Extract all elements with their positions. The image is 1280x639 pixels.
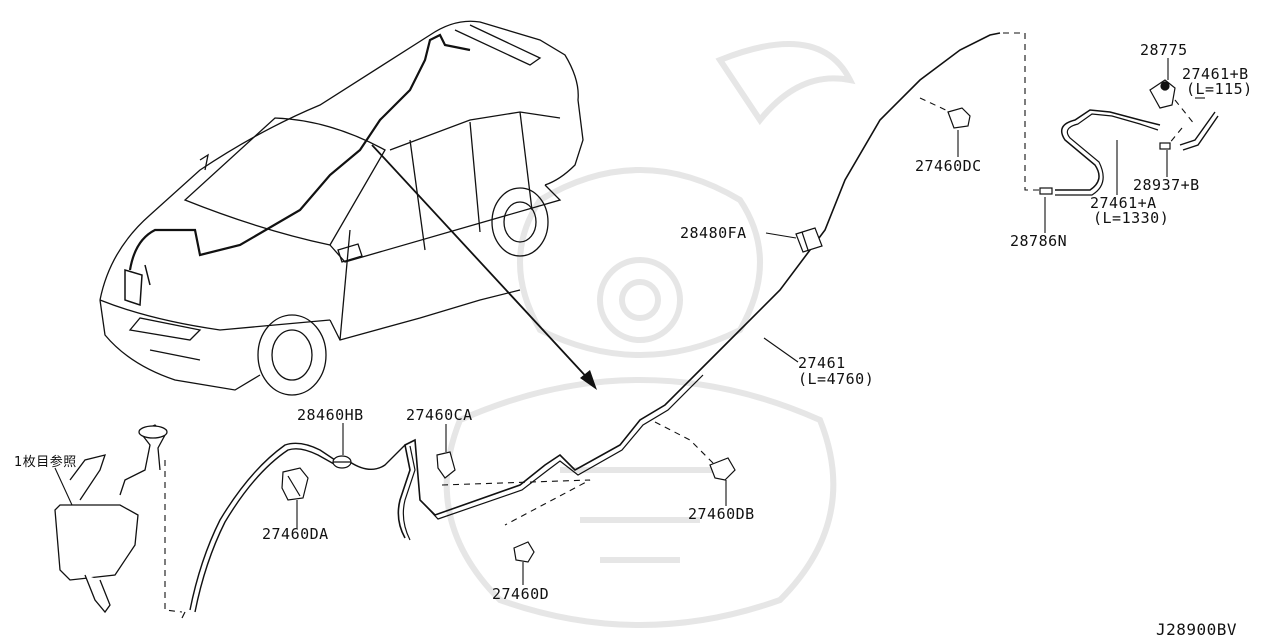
hose-27461-a [1055,109,1161,191]
label-27461-a: 27461+A [1090,194,1157,212]
part-28460hb-check-valve [332,455,352,469]
part-27460ca-clip [436,451,456,479]
part-28937-b [1159,142,1171,150]
part-27460db-clip [709,457,736,481]
pointer-arrow-head [580,370,597,390]
label-27460d: 27460D [492,585,550,603]
label-28786n: 28786N [1010,232,1068,250]
label-27461-b-length: (L=115) [1186,80,1253,98]
label-27461-a-length: (L=1330) [1093,209,1170,227]
label-27461-b: 27461+B [1182,65,1249,83]
label-28937-b: 28937+B [1133,176,1200,194]
car-washer-tank-sketch [124,264,151,307]
part-27460dc-clip [947,107,971,129]
label-leaders [54,58,1205,585]
label-27461: 27461 [798,354,846,372]
part-27460da-clip [281,467,309,501]
hose-27461 [397,32,1001,539]
part-28786n [1039,187,1053,195]
part-washer-tank [54,424,168,614]
label-27460ca: 27460CA [406,406,473,424]
label-28480fa: 28480FA [680,224,747,242]
label-27460dc: 27460DC [915,157,982,175]
car-outline [99,20,584,396]
label-27460db: 27460DB [688,505,755,523]
car-hose-route [128,33,471,271]
part-28480fa-grommet [795,227,823,253]
label-reference-sheet-1: 1枚目参照 [14,455,77,470]
label-28460hb: 28460HB [297,406,364,424]
watermark-emblem [443,41,856,628]
part-28775-nozzle [1149,79,1176,109]
hose-left-loop [189,442,336,613]
part-27460d-clip [513,541,535,563]
diagram-id: J28900BV [1156,620,1238,639]
label-28775: 28775 [1140,41,1188,59]
label-27460da: 27460DA [262,525,329,543]
dashed-leaders [164,32,1196,613]
pointer-arrow-line [371,144,593,384]
label-27461-length: (L=4760) [798,370,875,388]
hose-27461-b [1179,111,1219,151]
